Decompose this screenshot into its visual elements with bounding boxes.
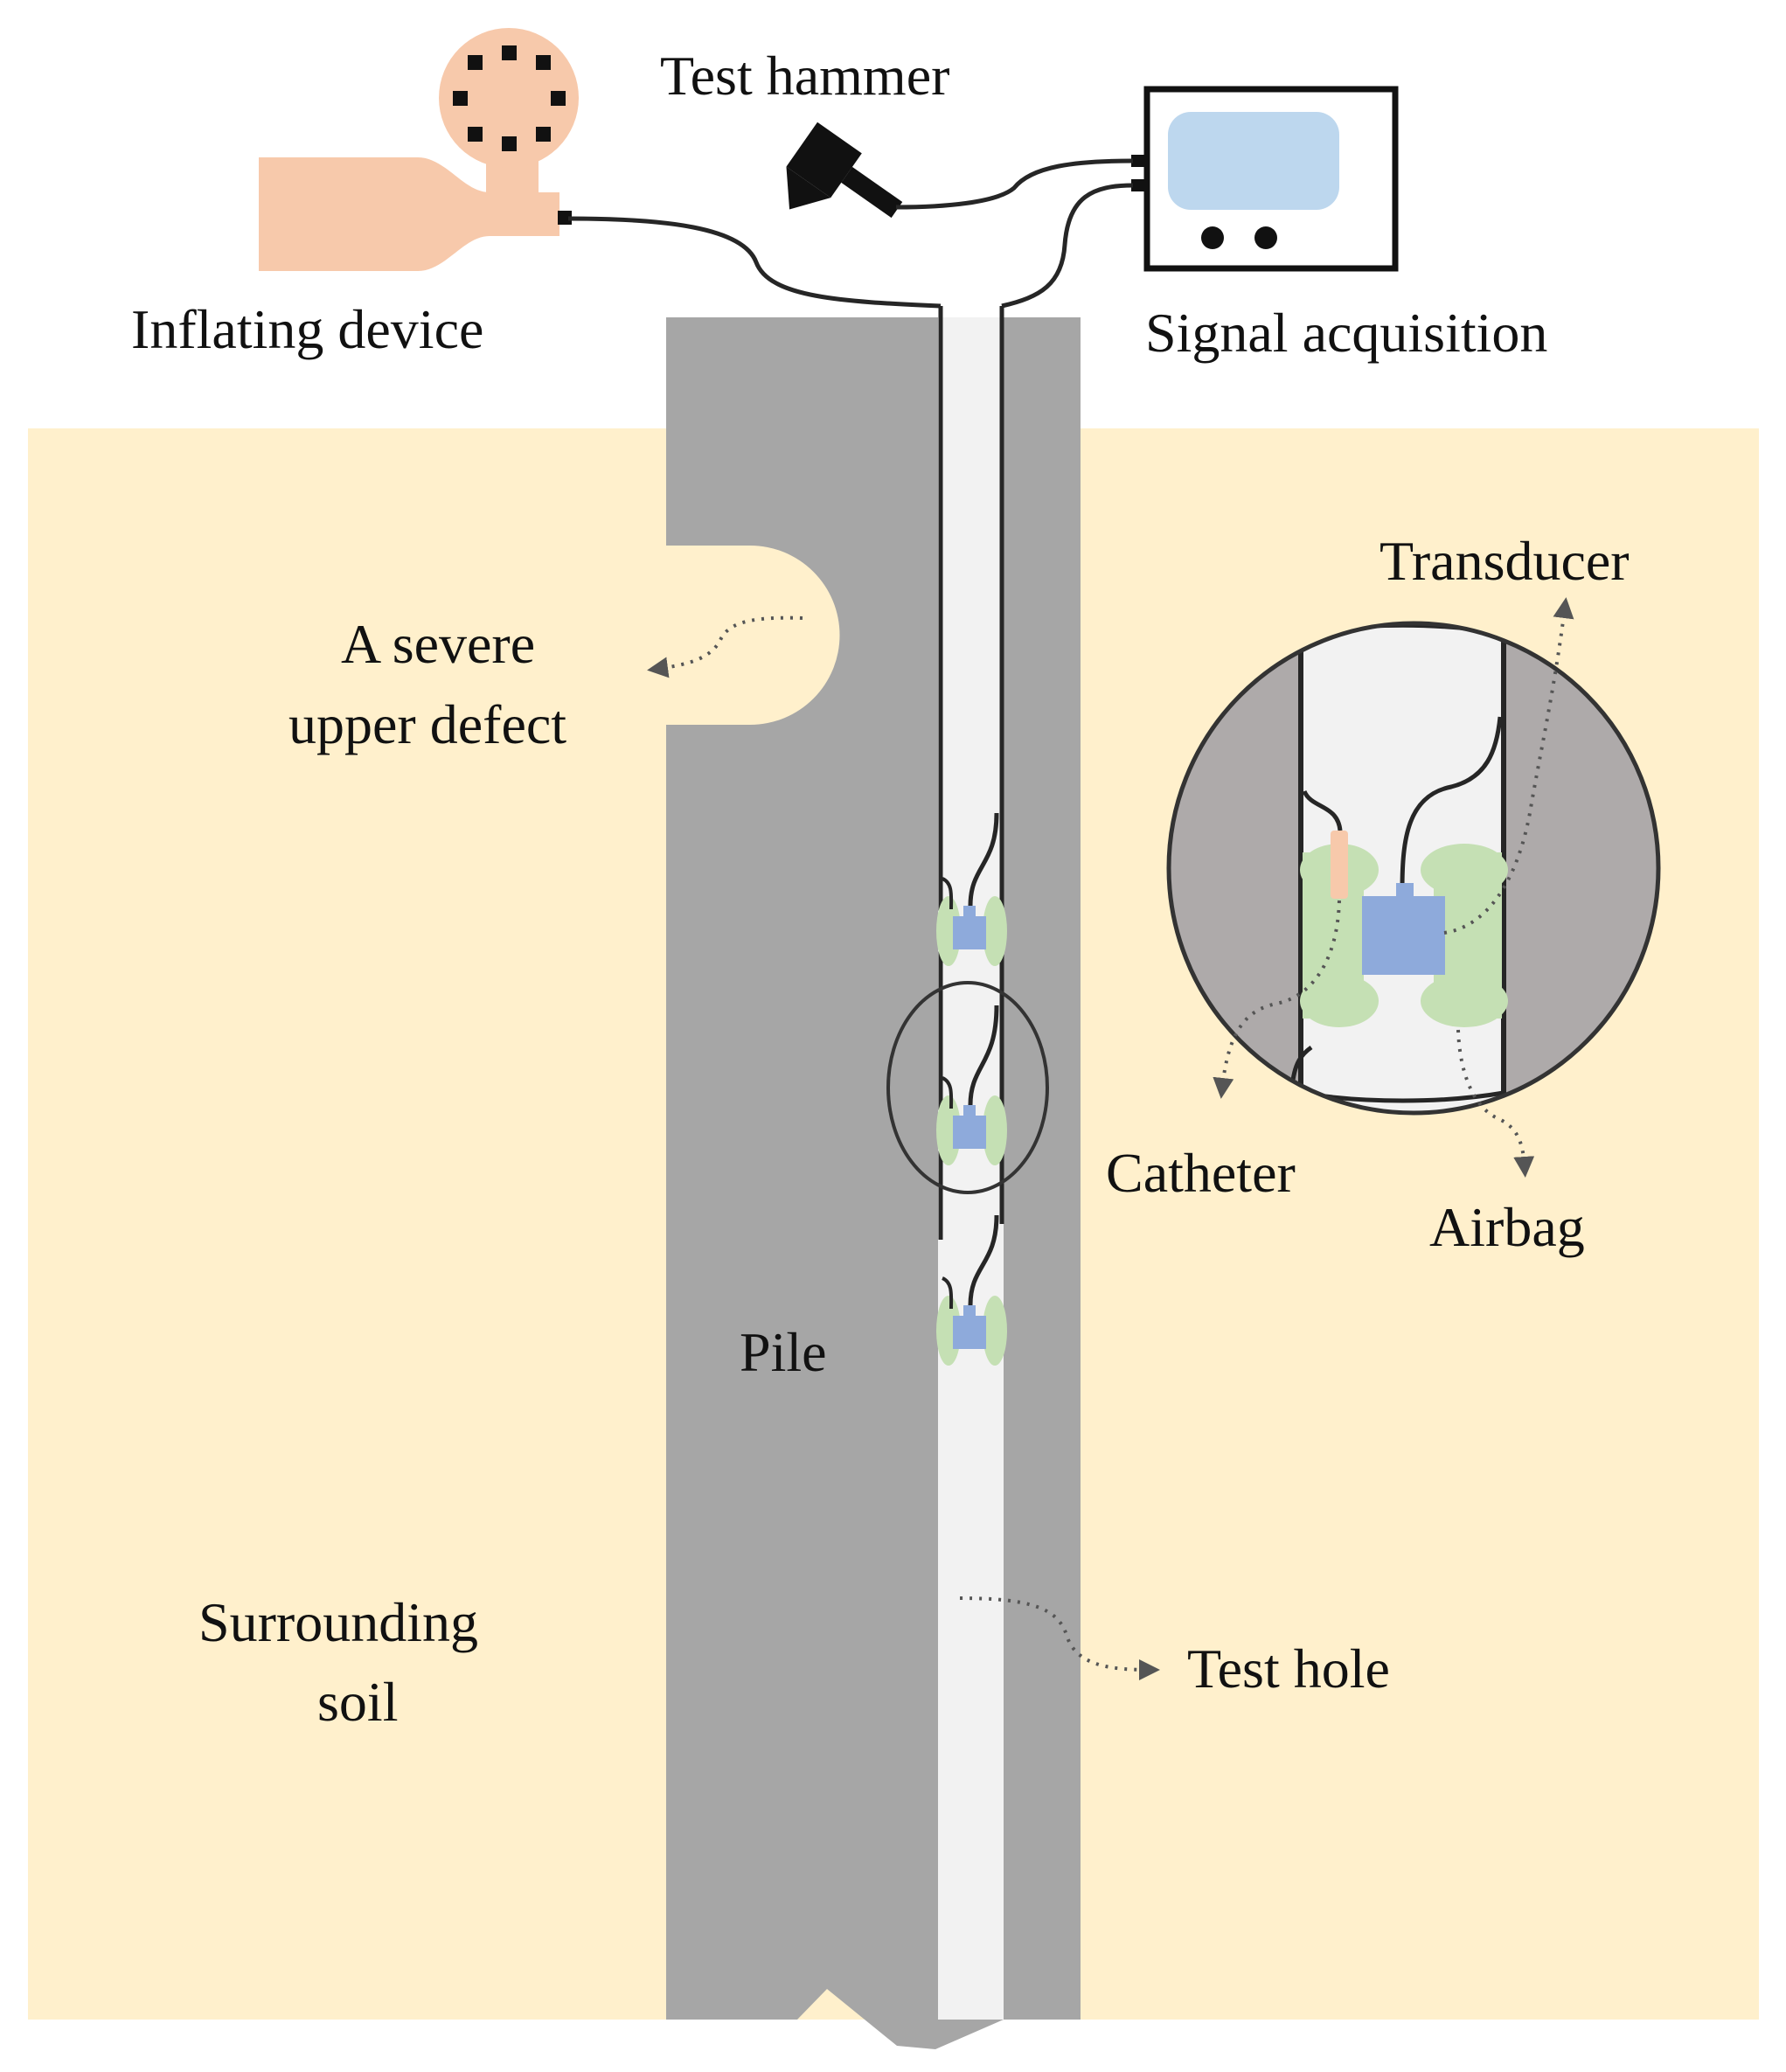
airbag-label: Airbag	[1429, 1196, 1585, 1258]
inflating-device-label: Inflating device	[131, 298, 483, 360]
test-hammer-icon	[786, 122, 903, 219]
catheter-tube	[1331, 831, 1348, 899]
transducer-assembly-1	[936, 812, 1007, 966]
catheter-label: Catheter	[1106, 1142, 1296, 1204]
surrounding-soil-label-line2: soil	[317, 1671, 398, 1733]
signal-acquisition-device	[1131, 86, 1399, 272]
transducer-label: Transducer	[1379, 530, 1630, 592]
pile-label: Pile	[740, 1321, 827, 1383]
hammer-cable	[895, 158, 1134, 210]
test-hole-label: Test hole	[1187, 1637, 1390, 1700]
test-hole	[938, 317, 1004, 2020]
defect-label-line1: A severe	[341, 613, 535, 675]
transducer-zoom	[1362, 896, 1445, 975]
defect-label-line2: upper defect	[288, 693, 566, 755]
surrounding-soil-label-line1: Surrounding	[198, 1591, 478, 1653]
zoom-highlight-circle	[886, 981, 1049, 1194]
inflating-device-icon	[259, 28, 579, 271]
airbag-arrow	[1456, 1029, 1535, 1178]
transducer-assembly-3	[936, 1214, 1007, 1366]
defect-arrow	[647, 615, 803, 678]
inflator-cable	[567, 216, 942, 309]
catheter-arrow	[1213, 900, 1341, 1099]
transducer-assembly-2	[936, 1005, 1007, 1165]
test-hammer-label: Test hammer	[660, 45, 949, 107]
zoomed-detail-view	[1166, 621, 1661, 1116]
signal-acquisition-label: Signal acquisition	[1145, 302, 1547, 364]
transducer-cable	[1001, 183, 1134, 309]
